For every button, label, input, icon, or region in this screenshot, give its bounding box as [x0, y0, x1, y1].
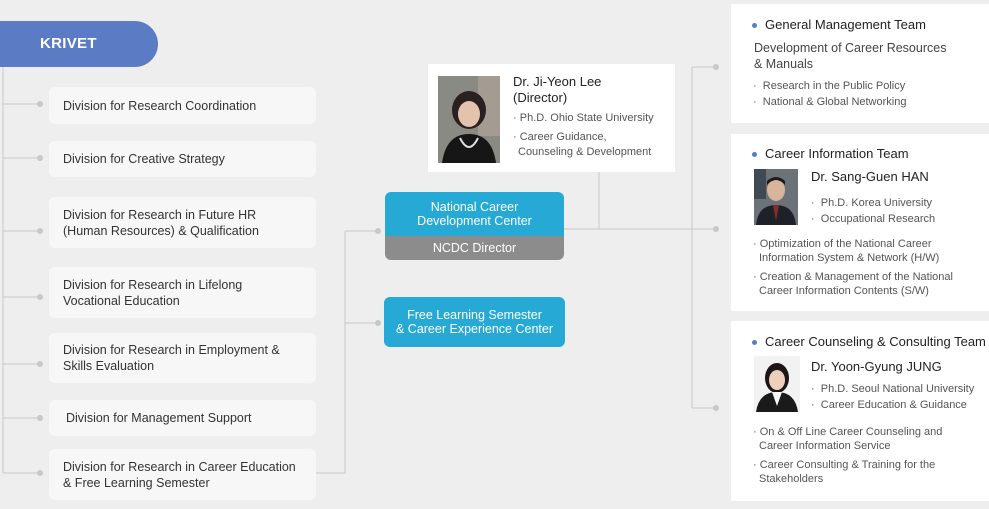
team-member-name: Dr. Yoon-Gyung JUNG — [811, 359, 942, 374]
division-research-coordination[interactable]: Division for Research Coordination — [49, 87, 316, 124]
team-member-field-text: Occupational Research — [820, 213, 936, 225]
bullet-dot-icon — [752, 340, 757, 346]
division-employment-skills[interactable]: Division for Research in Employment & Sk… — [49, 333, 316, 383]
team-bullet: · Creation & Management of the National — [753, 271, 953, 283]
team-member-education: · Ph.D. Seoul National University — [811, 383, 975, 395]
team-bullet: · Research in the Public Policy — [753, 80, 906, 92]
team-title-text: Career Information Team — [765, 146, 909, 161]
team-title-text: General Management Team — [765, 17, 926, 32]
team-career-information[interactable]: Career Information Team Dr. Sang-Guen HA… — [731, 134, 989, 311]
division-label-line1: Division for Research in Career Educatio… — [63, 459, 296, 474]
team-member-education-text: Ph.D. Seoul National University — [820, 383, 975, 395]
team-bullet-text: National & Global Networking — [762, 96, 907, 108]
division-label-line2: Skills Evaluation — [63, 359, 155, 373]
division-label-line2: Vocational Education — [63, 293, 180, 308]
director-card[interactable]: Dr. Ji-Yeon Lee (Director) · Ph.D. Ohio … — [428, 64, 675, 172]
division-label-line1: Division for Research in Future HR — [63, 207, 257, 222]
krivet-root-node[interactable]: KRIVET — [0, 21, 158, 67]
director-portrait-icon — [438, 76, 500, 163]
division-lifelong-vocational[interactable]: Division for Research in Lifelong Vocati… — [49, 267, 316, 318]
division-creative-strategy[interactable]: Division for Creative Strategy — [49, 141, 316, 177]
director-role: (Director) — [513, 90, 568, 105]
division-label-line1: Division for Research in Lifelong — [63, 277, 243, 292]
division-label-line1: Division for Management Support — [66, 411, 252, 425]
division-future-hr[interactable]: Division for Research in Future HR (Huma… — [49, 197, 316, 248]
ncdc-title-line2: Development Center — [417, 214, 532, 228]
team-member-field: · Occupational Research — [811, 213, 936, 225]
team-description-line1: Development of Career Resources — [754, 41, 947, 55]
team-title: Career Information Team — [752, 146, 909, 161]
team-title: Career Counseling & Consulting Team — [752, 334, 986, 349]
team-description-line2: & Manuals — [754, 57, 814, 71]
team-bullet-line1: Career Consulting & Training for the — [759, 459, 936, 471]
division-career-education[interactable]: Division for Research in Career Educatio… — [49, 449, 316, 500]
team-general-management[interactable]: General Management Team Development of C… — [731, 4, 989, 123]
division-label-line2: & Free Learning Semester — [63, 475, 210, 490]
team-bullet-text: Research in the Public Policy — [762, 80, 906, 92]
free-learning-center-node[interactable]: Free Learning Semester & Career Experien… — [384, 297, 565, 347]
team-bullet-line2: Career Information Contents (S/W) — [759, 285, 929, 297]
team-bullet-line1: Creation & Management of the National — [759, 271, 953, 283]
director-field-line2: Counseling & Development — [518, 146, 652, 158]
team-bullet-line1: On & Off Line Career Counseling and — [759, 426, 943, 438]
division-label-line2: (Human Resources) & Qualification — [63, 223, 259, 238]
ncdc-title-line1: National Career — [430, 200, 519, 214]
team-member-field-text: Career Education & Guidance — [820, 399, 967, 411]
division-label-line1: Division for Research in Employment & — [63, 343, 280, 357]
team-title-text: Career Counseling & Consulting Team — [765, 334, 986, 349]
director-field-line1: Career Guidance, — [519, 131, 607, 143]
team-member-field: · Career Education & Guidance — [811, 399, 967, 411]
team-member-education-text: Ph.D. Korea University — [820, 197, 933, 209]
team-bullet: · Career Consulting & Training for the — [753, 459, 936, 471]
free-learning-line1: Free Learning Semester — [407, 308, 542, 322]
bullet-dot-icon — [752, 23, 757, 29]
team-member-photo — [754, 169, 798, 225]
division-label-line1: Division for Research Coordination — [63, 98, 257, 113]
division-label-line1: Division for Creative Strategy — [63, 152, 225, 166]
team-bullet-line2: Career Information Service — [759, 440, 891, 452]
director-photo — [438, 76, 500, 163]
team-bullet-line2: Stakeholders — [759, 473, 824, 485]
team-bullet: · Optimization of the National Career — [753, 238, 932, 250]
free-learning-line2: & Career Experience Center — [395, 322, 554, 336]
team-bullet: · National & Global Networking — [753, 96, 907, 108]
team-bullet: · On & Off Line Career Counseling and — [753, 426, 943, 438]
director-education: · Ph.D. Ohio State University — [513, 112, 654, 124]
director-field: · Career Guidance, — [513, 131, 607, 143]
team-bullet-line2: Information System & Network (H/W) — [759, 252, 940, 264]
director-name: Dr. Ji-Yeon Lee — [513, 74, 602, 89]
team-bullet-line1: Optimization of the National Career — [759, 238, 932, 250]
team-description: Development of Career Resources & Manual… — [754, 40, 946, 72]
team-title: General Management Team — [752, 17, 926, 32]
team-member-photo — [754, 356, 800, 412]
bullet-dot-icon — [752, 152, 757, 158]
division-management-support[interactable]: Division for Management Support — [49, 400, 316, 436]
director-education-text: Ph.D. Ohio State University — [519, 112, 654, 124]
ncdc-node[interactable]: National Career Development Center — [385, 192, 564, 236]
person-portrait-icon — [754, 169, 798, 225]
ncdc-director-label[interactable]: NCDC Director — [385, 236, 564, 260]
team-member-name: Dr. Sang-Guen HAN — [811, 169, 929, 184]
team-career-counseling[interactable]: Career Counseling & Consulting Team Dr. … — [731, 321, 989, 501]
person-portrait-icon — [754, 356, 800, 412]
team-member-education: · Ph.D. Korea University — [811, 197, 933, 209]
